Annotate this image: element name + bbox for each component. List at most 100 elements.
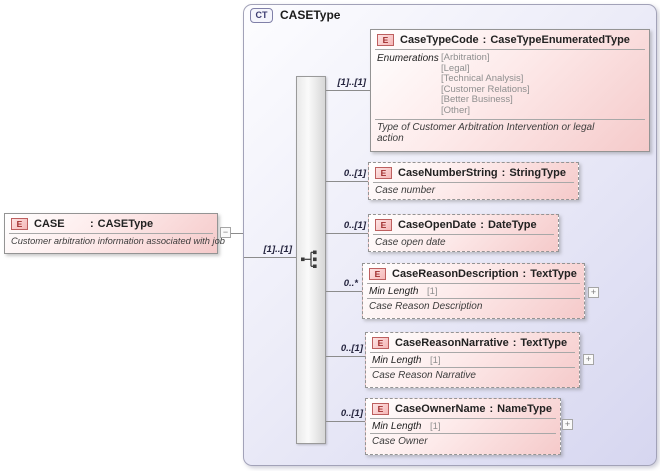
connector-line: [326, 291, 362, 292]
element-annotation: Case Reason Narrative: [372, 370, 476, 381]
connector-line: [326, 356, 365, 357]
element-type: StringType: [509, 167, 566, 179]
divider: [370, 433, 556, 434]
element-annotation: Case Reason Description: [369, 301, 483, 312]
element-box-casetypecode[interactable]: E CaseTypeCode : CaseTypeEnumeratedType …: [370, 29, 650, 152]
facet-value: [1]: [430, 355, 441, 366]
element-icon: E: [369, 268, 386, 280]
divider: [367, 298, 580, 299]
cardinality-label: 0..*: [343, 278, 358, 289]
collapse-icon: −: [222, 227, 229, 237]
element-icon: E: [372, 337, 389, 349]
divider: [367, 283, 580, 284]
element-header: E CaseReasonNarrative : TextType: [366, 333, 579, 352]
complex-type-title: CASEType: [280, 8, 341, 22]
facet-label: Min Length: [372, 355, 422, 366]
connector-line: [326, 90, 370, 91]
element-name: CaseOwnerName: [395, 403, 486, 415]
facet-row: Min Length [1]: [366, 419, 560, 433]
enumeration-value: [Arbitration]: [441, 52, 490, 63]
type-separator: :: [489, 403, 494, 415]
element-icon: E: [377, 34, 394, 46]
type-separator: :: [501, 167, 506, 179]
element-type: CASEType: [97, 218, 154, 230]
collapse-handle[interactable]: −: [220, 227, 231, 238]
element-annotation: Type of Customer Arbitration Interventio…: [377, 121, 595, 144]
expand-button[interactable]: +: [583, 354, 594, 365]
element-icon: E: [372, 403, 389, 415]
divider: [9, 233, 213, 234]
element-box-casereasonnarrative[interactable]: E CaseReasonNarrative : TextType Min Len…: [365, 332, 580, 388]
element-header: E CaseTypeCode : CaseTypeEnumeratedType: [371, 30, 649, 49]
element-icon: E: [11, 218, 28, 230]
connector-line: [326, 421, 365, 422]
element-icon: E: [375, 167, 392, 179]
facet-value: [1]: [430, 421, 441, 432]
divider: [375, 49, 645, 50]
cardinality-label: 0..[1]: [343, 168, 366, 179]
facet-label: Min Length: [372, 421, 422, 432]
element-box-casereasondescription[interactable]: E CaseReasonDescription : TextType Min L…: [362, 263, 585, 319]
element-header: E CaseOpenDate : DateType: [369, 215, 558, 234]
element-annotation: Case Owner: [372, 436, 428, 447]
element-box-caseopendate[interactable]: E CaseOpenDate : DateType Case open date: [368, 214, 559, 252]
plus-icon: +: [564, 419, 571, 429]
connector-line: [231, 233, 243, 234]
facet-value: [1]: [427, 286, 438, 297]
divider: [373, 182, 574, 183]
type-separator: :: [90, 218, 94, 230]
cardinality-label-root: [1]..[1]: [263, 244, 293, 255]
facet-label: Min Length: [369, 286, 419, 297]
plus-icon: +: [585, 354, 592, 364]
element-name: CASE: [34, 218, 65, 230]
divider: [370, 352, 575, 353]
enumeration-value: [Technical Analysis]: [441, 73, 524, 85]
enumeration-value: [Other]: [441, 104, 471, 116]
element-annotation: Customer arbitration information associa…: [11, 236, 225, 246]
expand-button[interactable]: +: [562, 419, 573, 430]
element-header: E CaseOwnerName : NameType: [366, 399, 560, 418]
connector-line: [326, 181, 368, 182]
element-annotation: Case number: [375, 185, 436, 196]
element-box-casenumberstring[interactable]: E CaseNumberString : StringType Case num…: [368, 162, 579, 200]
element-type: DateType: [487, 219, 537, 231]
connector-line: [326, 233, 368, 234]
element-name: CaseReasonDescription: [392, 268, 519, 280]
cardinality-label: 0..[1]: [343, 220, 366, 231]
element-icon: E: [375, 219, 392, 231]
enumeration-values: [Arbitration] [Legal] [Technical Analysi…: [441, 52, 530, 117]
enumerations-label: Enumerations: [377, 53, 439, 64]
enumeration-value: [Legal]: [441, 62, 470, 74]
type-separator: :: [512, 337, 517, 349]
cardinality-label: 0..[1]: [340, 343, 363, 354]
cardinality-label: [1]..[1]: [337, 77, 367, 88]
element-type: TextType: [520, 337, 568, 349]
element-header: E CASE : CASEType: [5, 214, 217, 233]
element-box-case[interactable]: E CASE : CASEType Customer arbitration i…: [4, 213, 225, 254]
element-box-caseownername[interactable]: E CaseOwnerName : NameType Min Length [1…: [365, 398, 561, 455]
divider: [370, 418, 556, 419]
facet-row: Min Length [1]: [363, 284, 584, 298]
element-name: CaseTypeCode: [400, 34, 479, 46]
element-name: CaseReasonNarrative: [395, 337, 509, 349]
enumerations-section: Enumerations [Arbitration] [Legal] [Tech…: [371, 50, 649, 119]
cardinality-label: 0..[1]: [340, 408, 363, 419]
facet-row: Min Length [1]: [366, 353, 579, 367]
element-header: E CaseNumberString : StringType: [369, 163, 578, 182]
complex-type-icon: CT: [250, 8, 273, 23]
expand-button[interactable]: +: [588, 287, 599, 298]
element-name: CaseNumberString: [398, 167, 498, 179]
type-separator: :: [482, 34, 487, 46]
type-separator: :: [480, 219, 484, 231]
connector-line: [244, 257, 296, 258]
enumeration-value: [Better Business]: [441, 94, 513, 106]
element-annotation: Case open date: [375, 237, 446, 248]
type-separator: :: [522, 268, 527, 280]
plus-icon: +: [590, 287, 597, 297]
enumeration-value: [Customer Relations]: [441, 83, 530, 95]
element-type: NameType: [497, 403, 552, 415]
divider: [370, 367, 575, 368]
divider: [373, 234, 554, 235]
sequence-icon[interactable]: [300, 250, 322, 268]
element-type: CaseTypeEnumeratedType: [490, 34, 630, 46]
